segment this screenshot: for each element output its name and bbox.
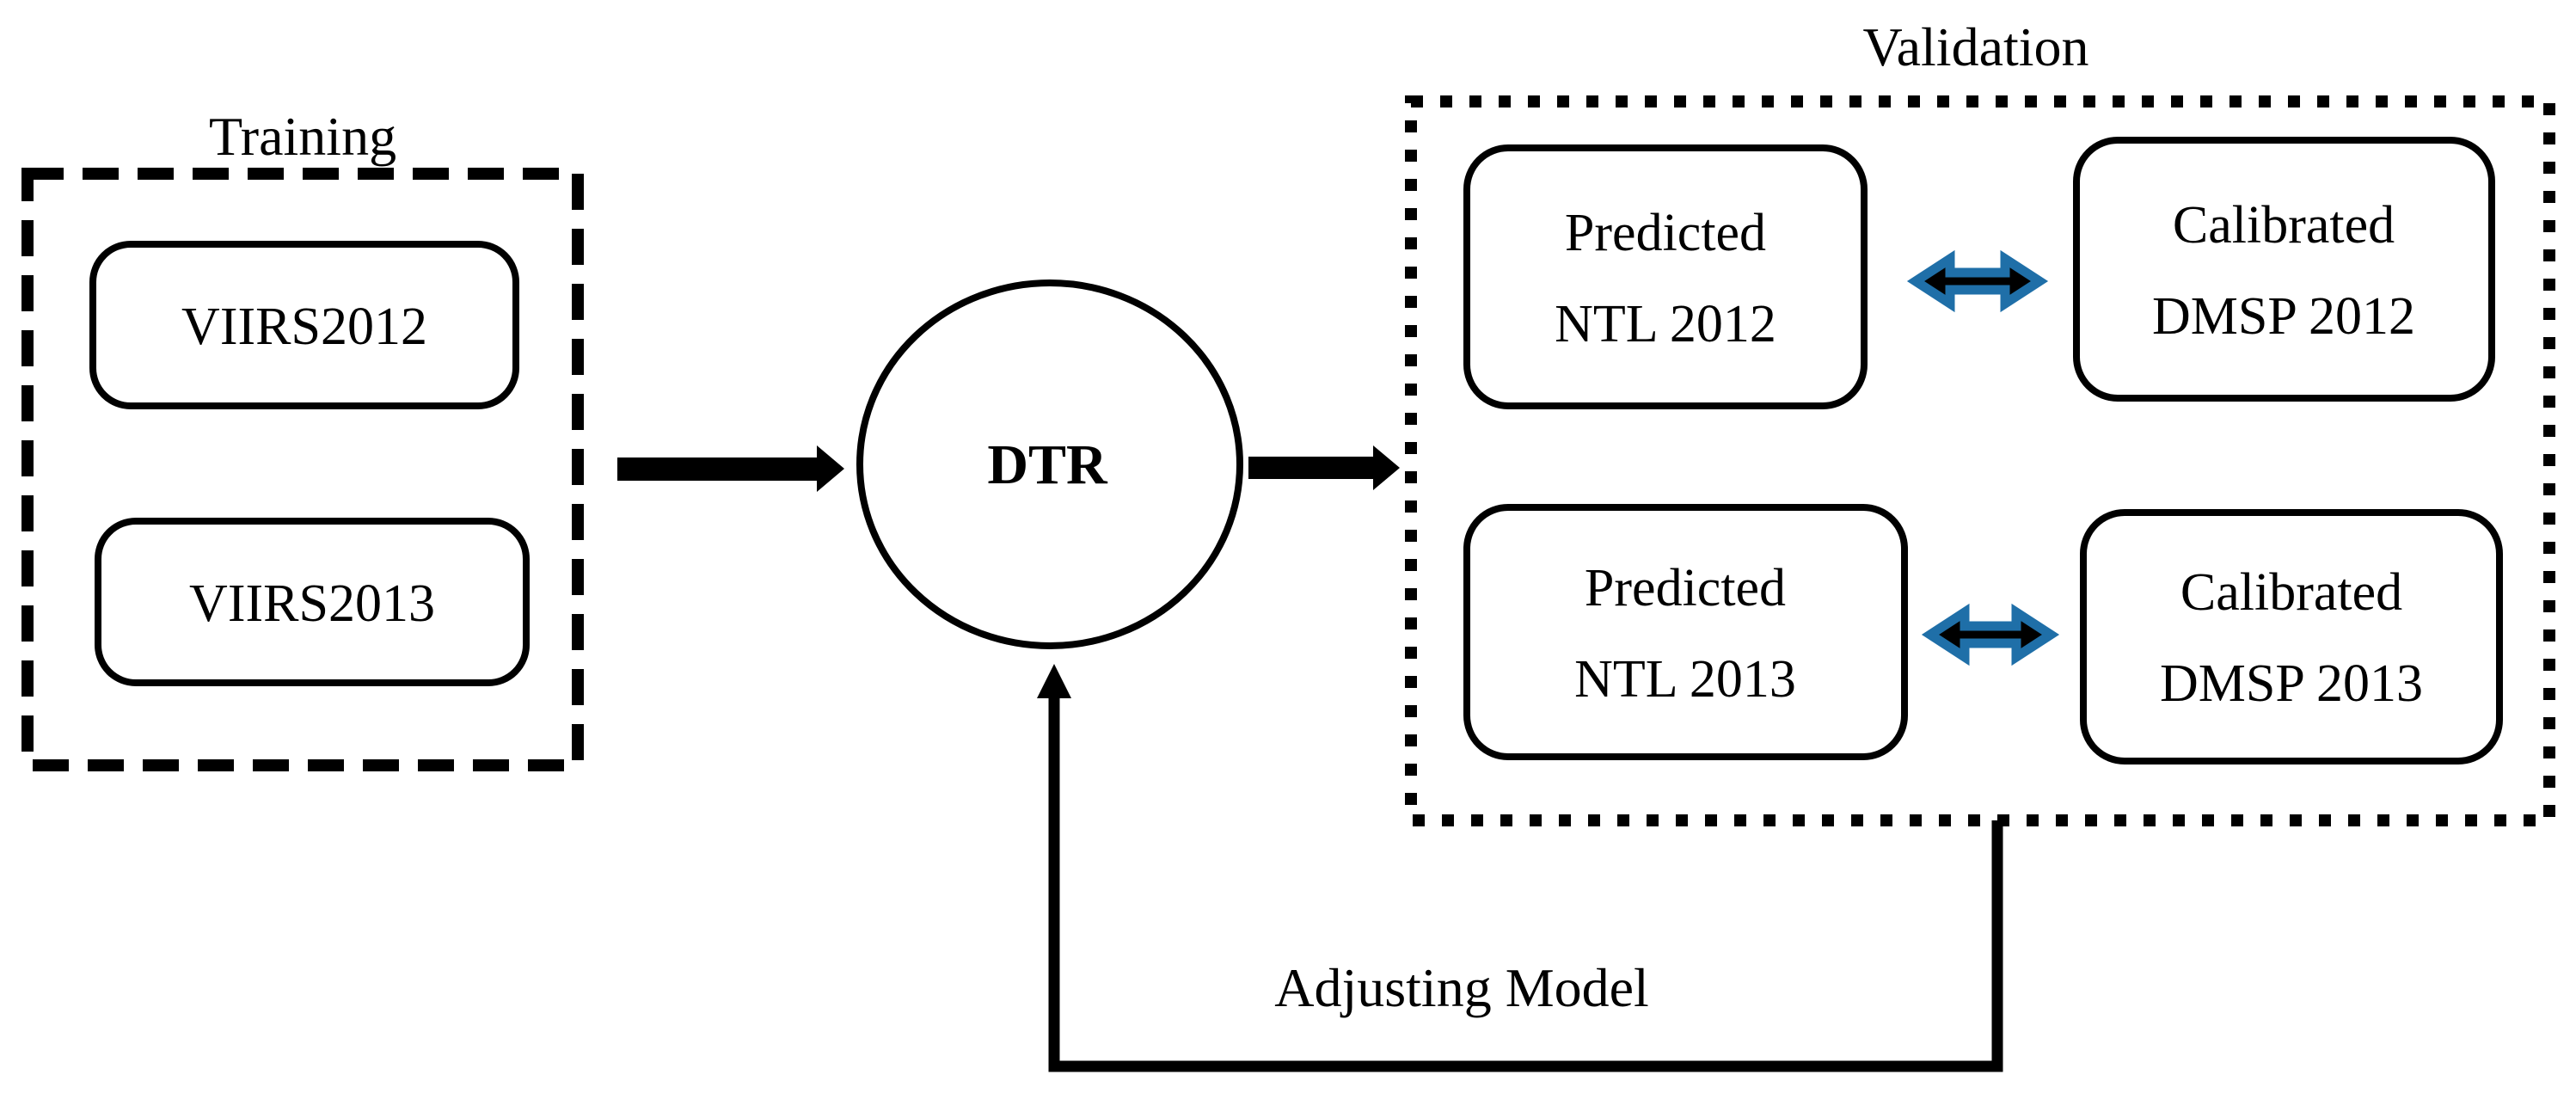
training-group-box bbox=[21, 168, 584, 771]
double-arrow-2013-outline bbox=[1921, 603, 2060, 666]
double-arrow-2012-outline bbox=[1906, 249, 2049, 313]
calibrated-dmsp-2012-box bbox=[2073, 137, 2495, 402]
dtr-node bbox=[856, 279, 1243, 649]
viirs2013-label: VIIRS2013 bbox=[189, 574, 435, 633]
validation-group-box bbox=[1405, 95, 2555, 826]
calibrated-dmsp-2013-line2: DMSP 2013 bbox=[2160, 654, 2423, 713]
predicted-ntl-2013-box bbox=[1463, 504, 1908, 760]
feedback-arrowhead-icon bbox=[1037, 664, 1071, 698]
predicted-ntl-2012-box bbox=[1463, 144, 1868, 409]
viirs2012-label: VIIRS2012 bbox=[181, 298, 427, 356]
feedback-path bbox=[1048, 698, 2003, 1072]
calibrated-dmsp-2012-line2: DMSP 2012 bbox=[2152, 287, 2415, 346]
adjusting-model-label: Adjusting Model bbox=[1274, 957, 1649, 1018]
validation-group-label: Validation bbox=[1862, 16, 2088, 77]
predicted-ntl-2012-line1: Predicted bbox=[1565, 204, 1766, 262]
dtr-label: DTR bbox=[987, 433, 1108, 496]
predicted-ntl-2013-line1: Predicted bbox=[1585, 559, 1786, 617]
calibrated-dmsp-2012-line1: Calibrated bbox=[2173, 196, 2395, 255]
training-group-label: Training bbox=[209, 106, 396, 167]
predicted-ntl-2012-line2: NTL 2012 bbox=[1555, 295, 1776, 353]
viirs2012-box bbox=[89, 241, 519, 409]
arrow-training-to-dtr bbox=[617, 445, 844, 492]
viirs2013-box bbox=[95, 518, 530, 686]
predicted-ntl-2013-line2: NTL 2013 bbox=[1574, 650, 1796, 709]
calibrated-dmsp-2013-line1: Calibrated bbox=[2180, 563, 2402, 622]
arrow-dtr-to-validation bbox=[1248, 445, 1400, 490]
calibrated-dmsp-2013-box bbox=[2080, 509, 2503, 764]
